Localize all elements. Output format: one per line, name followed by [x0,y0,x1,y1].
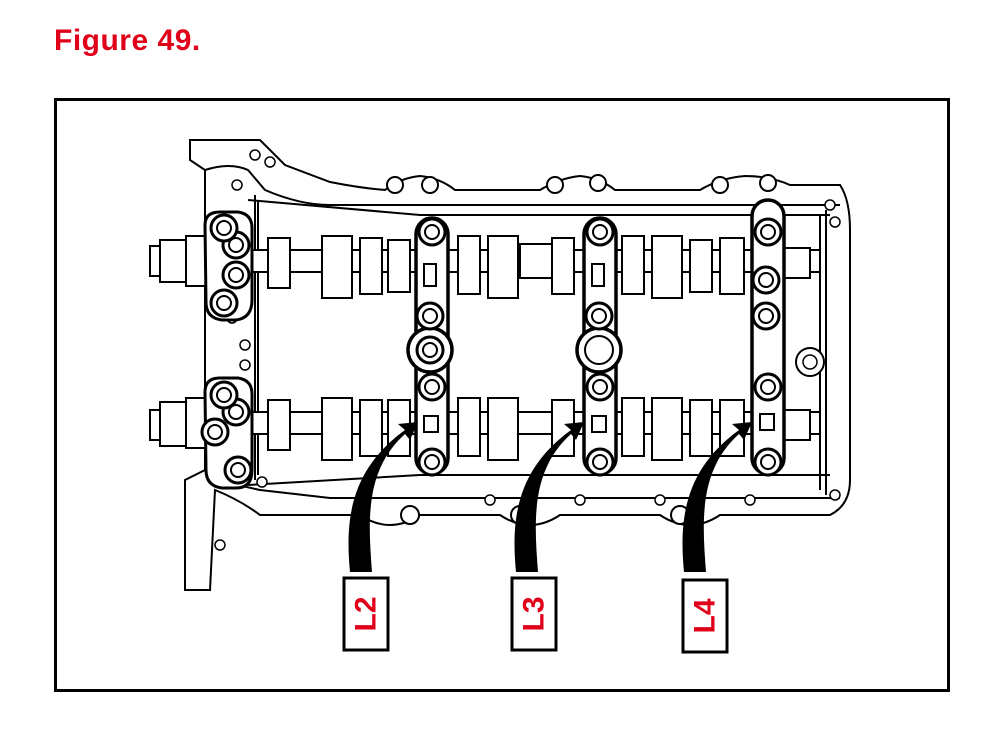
upper-cam-housing [203,210,254,322]
callout-l3-text: L3 [518,596,551,631]
callout-l2: L2 [342,576,390,652]
upper-camshaft [149,235,821,299]
arrow-l3 [514,422,584,572]
callout-l2-text: L2 [350,596,383,631]
callout-l3: L3 [510,576,558,652]
lower-camshaft [149,397,821,461]
lower-cam-housing [200,376,254,490]
figure-title: Figure 49. [54,24,201,57]
cylinder-head-outline [184,139,851,591]
bearing-cap-l3 [575,216,623,477]
arrow-l4 [682,422,752,572]
figure-frame [54,98,950,692]
arrow-l2 [348,422,418,572]
callout-l4: L4 [681,578,729,654]
bearing-cap-l4 [750,198,786,477]
bearing-cap-l2 [406,216,454,477]
callout-l4-text: L4 [689,598,722,633]
